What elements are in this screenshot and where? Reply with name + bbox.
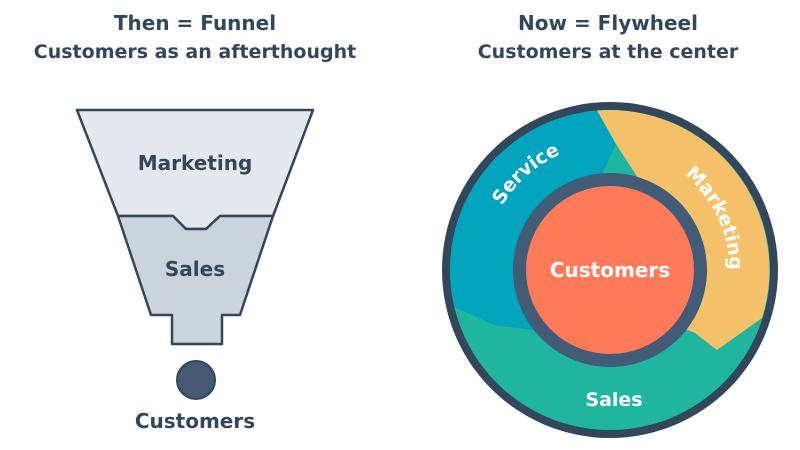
flywheel-panel: Now = Flywheel Customers at the center C… [442, 11, 778, 438]
flywheel-sales-label: Sales [585, 389, 642, 411]
flywheel-subtitle: Customers at the center [478, 41, 739, 63]
funnel-shape [75, 108, 315, 346]
flywheel-center [526, 186, 694, 354]
funnel-subtitle: Customers as an afterthought [34, 41, 356, 63]
customer-dot [176, 360, 216, 400]
funnel-sales-label: Sales [165, 257, 225, 281]
funnel-title: Then = Funnel [114, 11, 276, 35]
funnel-bottom-section [116, 214, 275, 346]
flywheel-customers-label: Customers [550, 258, 670, 282]
funnel-marketing-label: Marketing [138, 151, 253, 175]
flywheel-title: Now = Flywheel [518, 11, 698, 35]
funnel-customers-label: Customers [135, 409, 255, 433]
funnel-panel: Then = Funnel Customers as an afterthoug… [34, 11, 356, 433]
